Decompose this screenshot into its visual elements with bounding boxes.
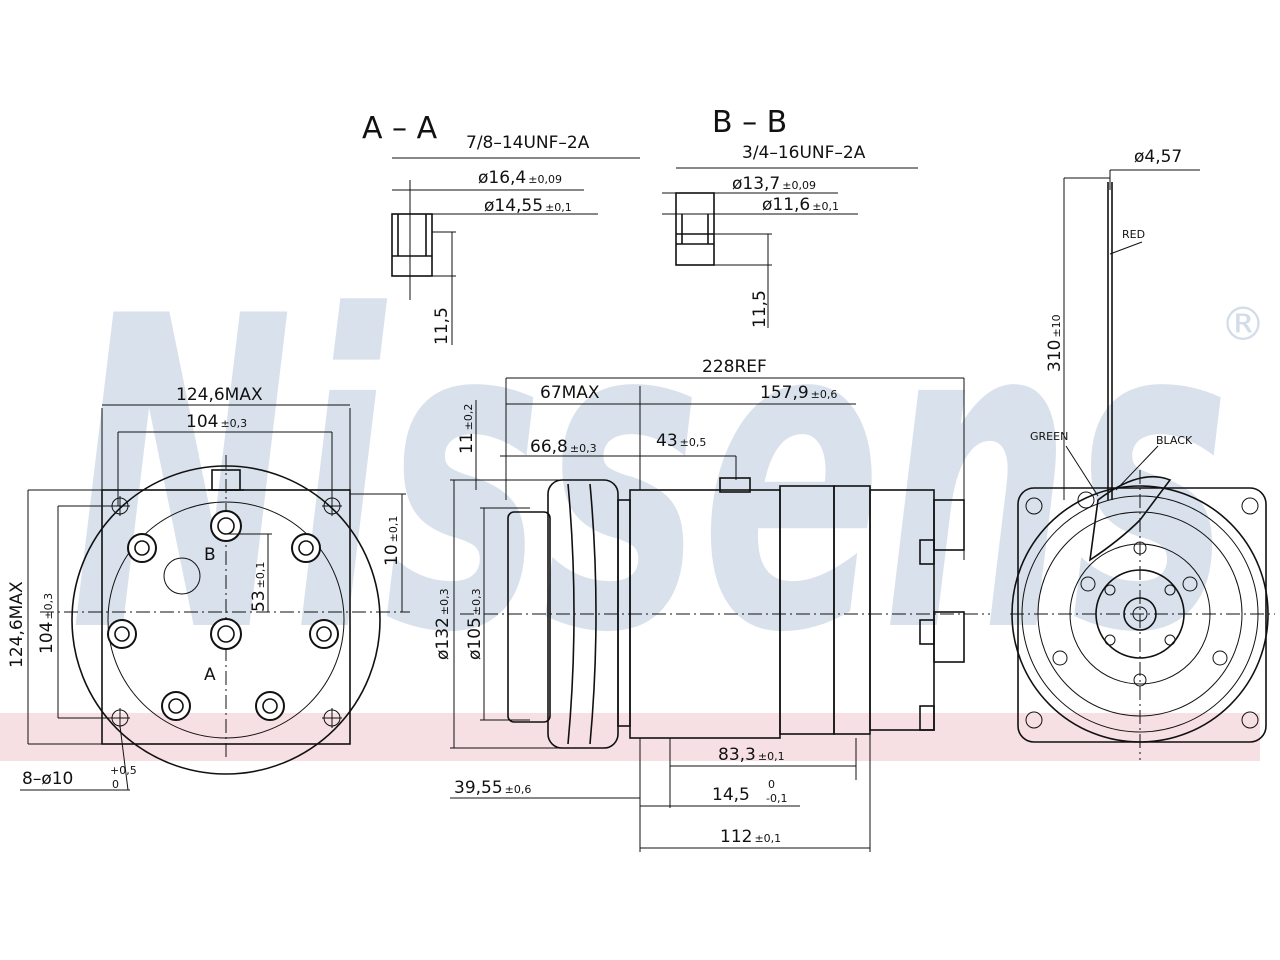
side-hub-dia: ø105±0,3 [465,588,485,660]
front-height-max: 124,6MAX [7,581,27,668]
section-b: B – B 3/4–16UNF–2A ø13,7±0,09 ø11,6±0,1 … [662,105,918,328]
side-pulley-dia: ø132±0,3 [433,588,453,660]
front-holes-tol-plus: +0,5 [110,764,137,777]
section-a-d-inner: ø14,55±0,1 [484,196,572,216]
section-a-fitting [391,213,433,277]
front-view: 124,6MAX 104±0,3 124,6MAX 104±0,3 [7,385,410,791]
watermark: Nissens ® [0,227,1266,761]
section-b-label: B – B [712,105,787,140]
front-width-max: 124,6MAX [176,385,263,405]
front-port-b: B [204,545,216,565]
section-a-d-outer: ø16,4±0,09 [478,168,562,188]
side-port-pos: 43±0,5 [656,431,706,451]
rear-cable-length: 310±10 [1045,314,1065,372]
section-b-d-outer: ø13,7±0,09 [732,174,816,194]
front-height-spacing: 104±0,3 [37,593,57,654]
front-fasteners [107,510,339,721]
side-flange-tol-minus: -0,1 [766,792,787,805]
rear-wire-dia: ø4,57 [1134,147,1182,167]
side-clutch-max: 67MAX [540,383,600,403]
rear-tag-red: RED [1122,228,1145,241]
section-b-depth: 11,5 [750,290,770,328]
front-holes-tol-zero: 0 [112,778,119,791]
front-bolt-holes [110,496,342,728]
watermark-registered-mark: ® [1220,297,1266,351]
rear-tag-black: BLACK [1156,434,1193,447]
section-b-thread: 3/4–16UNF–2A [742,143,866,163]
section-b-d-inner: ø11,6±0,1 [762,195,839,215]
side-overall: 228REF [702,357,767,377]
side-mount-total: 112±0,1 [720,827,781,847]
rear-tag-green: GREEN [1030,430,1068,443]
side-clutch-plate [507,511,551,723]
side-flange-tol-plus: 0 [768,778,775,791]
rear-bolt-holes [1025,491,1259,729]
section-a-depth: 11,5 [432,307,452,345]
side-view: 228REF 67MAX 157,9±0,6 66,8±0,3 43±0,5 1… [433,357,990,852]
section-a-label: A – A [362,111,438,146]
side-top-offset: 11±0,2 [457,404,477,454]
side-mount-span: 83,3±0,1 [718,745,785,765]
side-pulley-pos: 39,55±0,6 [454,778,531,798]
front-holes-spec: 8–ø10 [22,769,73,789]
front-side-offset: 10±0,1 [382,516,402,566]
section-b-fitting [675,192,715,266]
rear-view: ø4,57 310±10 RED GREEN BLACK [1010,147,1275,760]
section-a-thread: 7/8–14UNF–2A [466,133,590,153]
side-flange: 14,5 [712,785,750,805]
front-port-offset: 53±0,1 [249,562,269,612]
watermark-brand: Nissens [70,227,1230,727]
front-bolt-spacing: 104±0,3 [186,412,247,432]
section-a: A – A 7/8–14UNF–2A ø16,4±0,09 ø14,55±0,1… [362,111,640,345]
side-to-center: 66,8±0,3 [530,437,597,457]
side-body-len: 157,9±0,6 [760,383,837,403]
front-port-a: A [204,665,216,685]
